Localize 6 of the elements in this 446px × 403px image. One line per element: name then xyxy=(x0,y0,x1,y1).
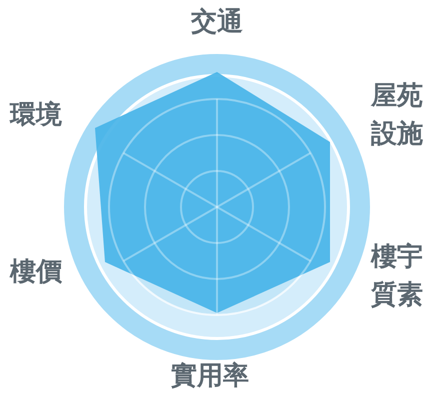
axis-label: 實用率 xyxy=(170,360,250,393)
axis-label: 樓價 xyxy=(8,256,63,289)
axis-label: 屋苑設施 xyxy=(370,80,424,151)
axis-label: 樓宇質素 xyxy=(370,241,424,312)
axis-label: 環境 xyxy=(8,99,63,132)
axis-label: 交通 xyxy=(190,6,244,39)
